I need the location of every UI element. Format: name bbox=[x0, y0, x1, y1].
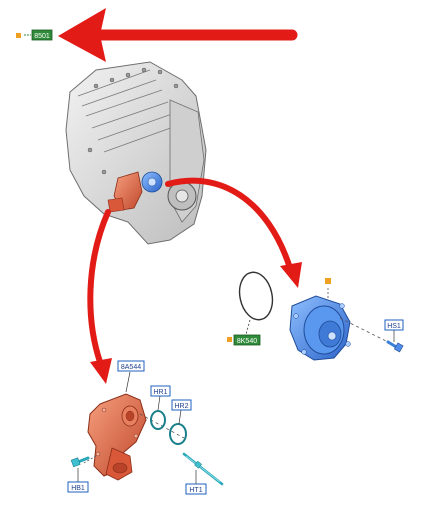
gasket-ring bbox=[238, 271, 274, 339]
water-pump bbox=[289, 288, 393, 361]
label-ht1: HT1 bbox=[189, 487, 202, 494]
label-8501: 8501 bbox=[34, 33, 50, 40]
callout-8a544: 8A544 bbox=[117, 360, 145, 372]
callout-hr2: HR2 bbox=[171, 399, 192, 411]
arrow-to-housing bbox=[87, 209, 112, 384]
callout-ht1: HT1 bbox=[185, 483, 207, 495]
callout-hb1: HB1 bbox=[67, 481, 89, 493]
marker-square bbox=[227, 337, 232, 342]
callout-hs1: HS1 bbox=[384, 319, 404, 331]
pointer-arrow bbox=[58, 8, 298, 62]
arrow-to-pump bbox=[165, 177, 302, 288]
tube-ht1 bbox=[182, 452, 224, 486]
marker-square bbox=[325, 278, 331, 284]
label-hs1: HS1 bbox=[387, 323, 401, 330]
callout-hr1: HR1 bbox=[150, 385, 171, 397]
thermostat-housing bbox=[81, 371, 185, 481]
callout-8k540: 8K540 bbox=[227, 334, 261, 346]
callout-8501: 8501 bbox=[16, 29, 53, 41]
marker-square bbox=[16, 33, 21, 38]
engine-block bbox=[65, 61, 207, 245]
bolt-hs1 bbox=[386, 330, 404, 353]
label-8a544: 8A544 bbox=[121, 364, 141, 371]
label-hr2: HR2 bbox=[174, 403, 188, 410]
label-hb1: HB1 bbox=[71, 485, 85, 492]
label-hr1: HR1 bbox=[153, 389, 167, 396]
o-ring-hr1 bbox=[150, 395, 166, 430]
label-8k540: 8K540 bbox=[237, 338, 257, 345]
bolt-hb1 bbox=[70, 456, 90, 482]
o-ring-hr2 bbox=[169, 409, 187, 445]
